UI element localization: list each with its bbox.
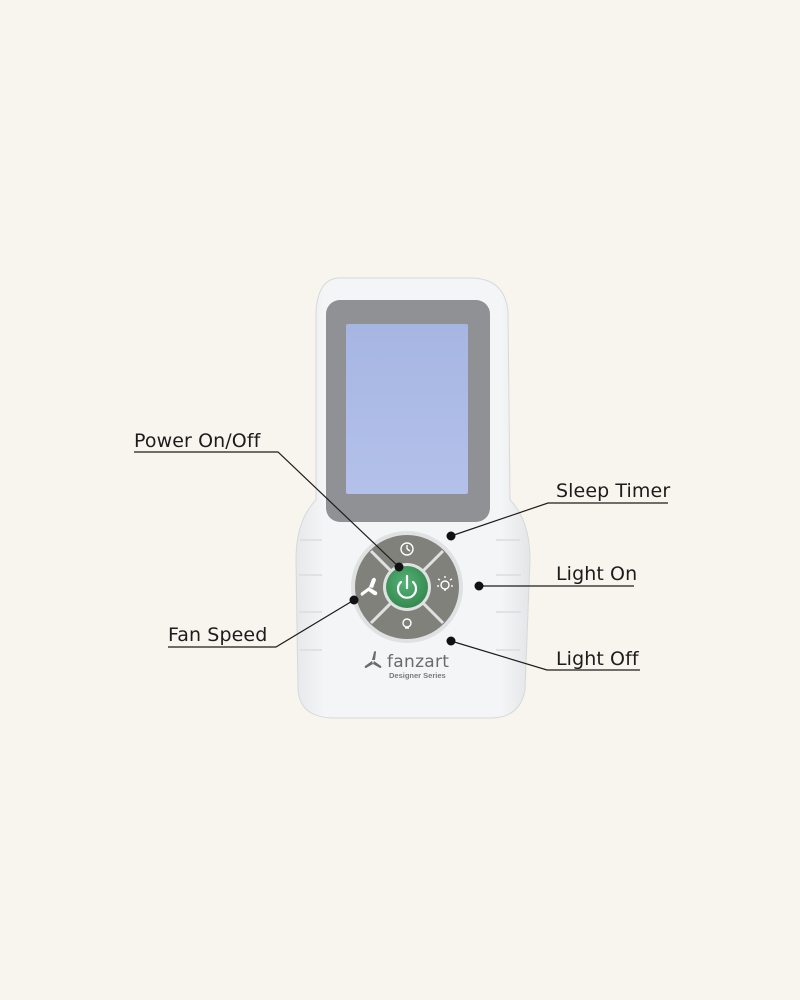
lcd-screen <box>326 300 490 522</box>
light-on-dot <box>474 581 484 591</box>
fan-speed-dot <box>349 595 359 605</box>
brand-name: fanzart <box>387 652 450 672</box>
brand-logo-icon <box>364 651 382 668</box>
fan-icon <box>360 577 378 596</box>
timer-icon <box>400 542 414 556</box>
grip-ridges <box>299 539 521 651</box>
light-off-leader <box>450 640 640 671</box>
light-on-icon <box>437 576 453 591</box>
leader-dots <box>349 531 484 646</box>
power-icon <box>396 574 418 599</box>
leader-lines <box>134 451 668 671</box>
sleep-timer-dot <box>446 531 456 541</box>
power-leader <box>134 451 400 568</box>
light-off-dot <box>446 636 456 646</box>
label-fan-speed: Fan Speed <box>168 624 268 646</box>
label-power: Power On/Off <box>134 430 261 452</box>
label-light-on: Light On <box>556 563 638 585</box>
brand-tagline: Designer Series <box>389 671 446 680</box>
label-sleep-timer: Sleep Timer <box>556 480 671 502</box>
power-dot <box>394 562 404 572</box>
label-light-off: Light Off <box>556 648 639 670</box>
sleep-timer-leader <box>450 502 668 537</box>
fan-speed-leader <box>168 599 355 648</box>
light-off-icon <box>402 618 412 629</box>
